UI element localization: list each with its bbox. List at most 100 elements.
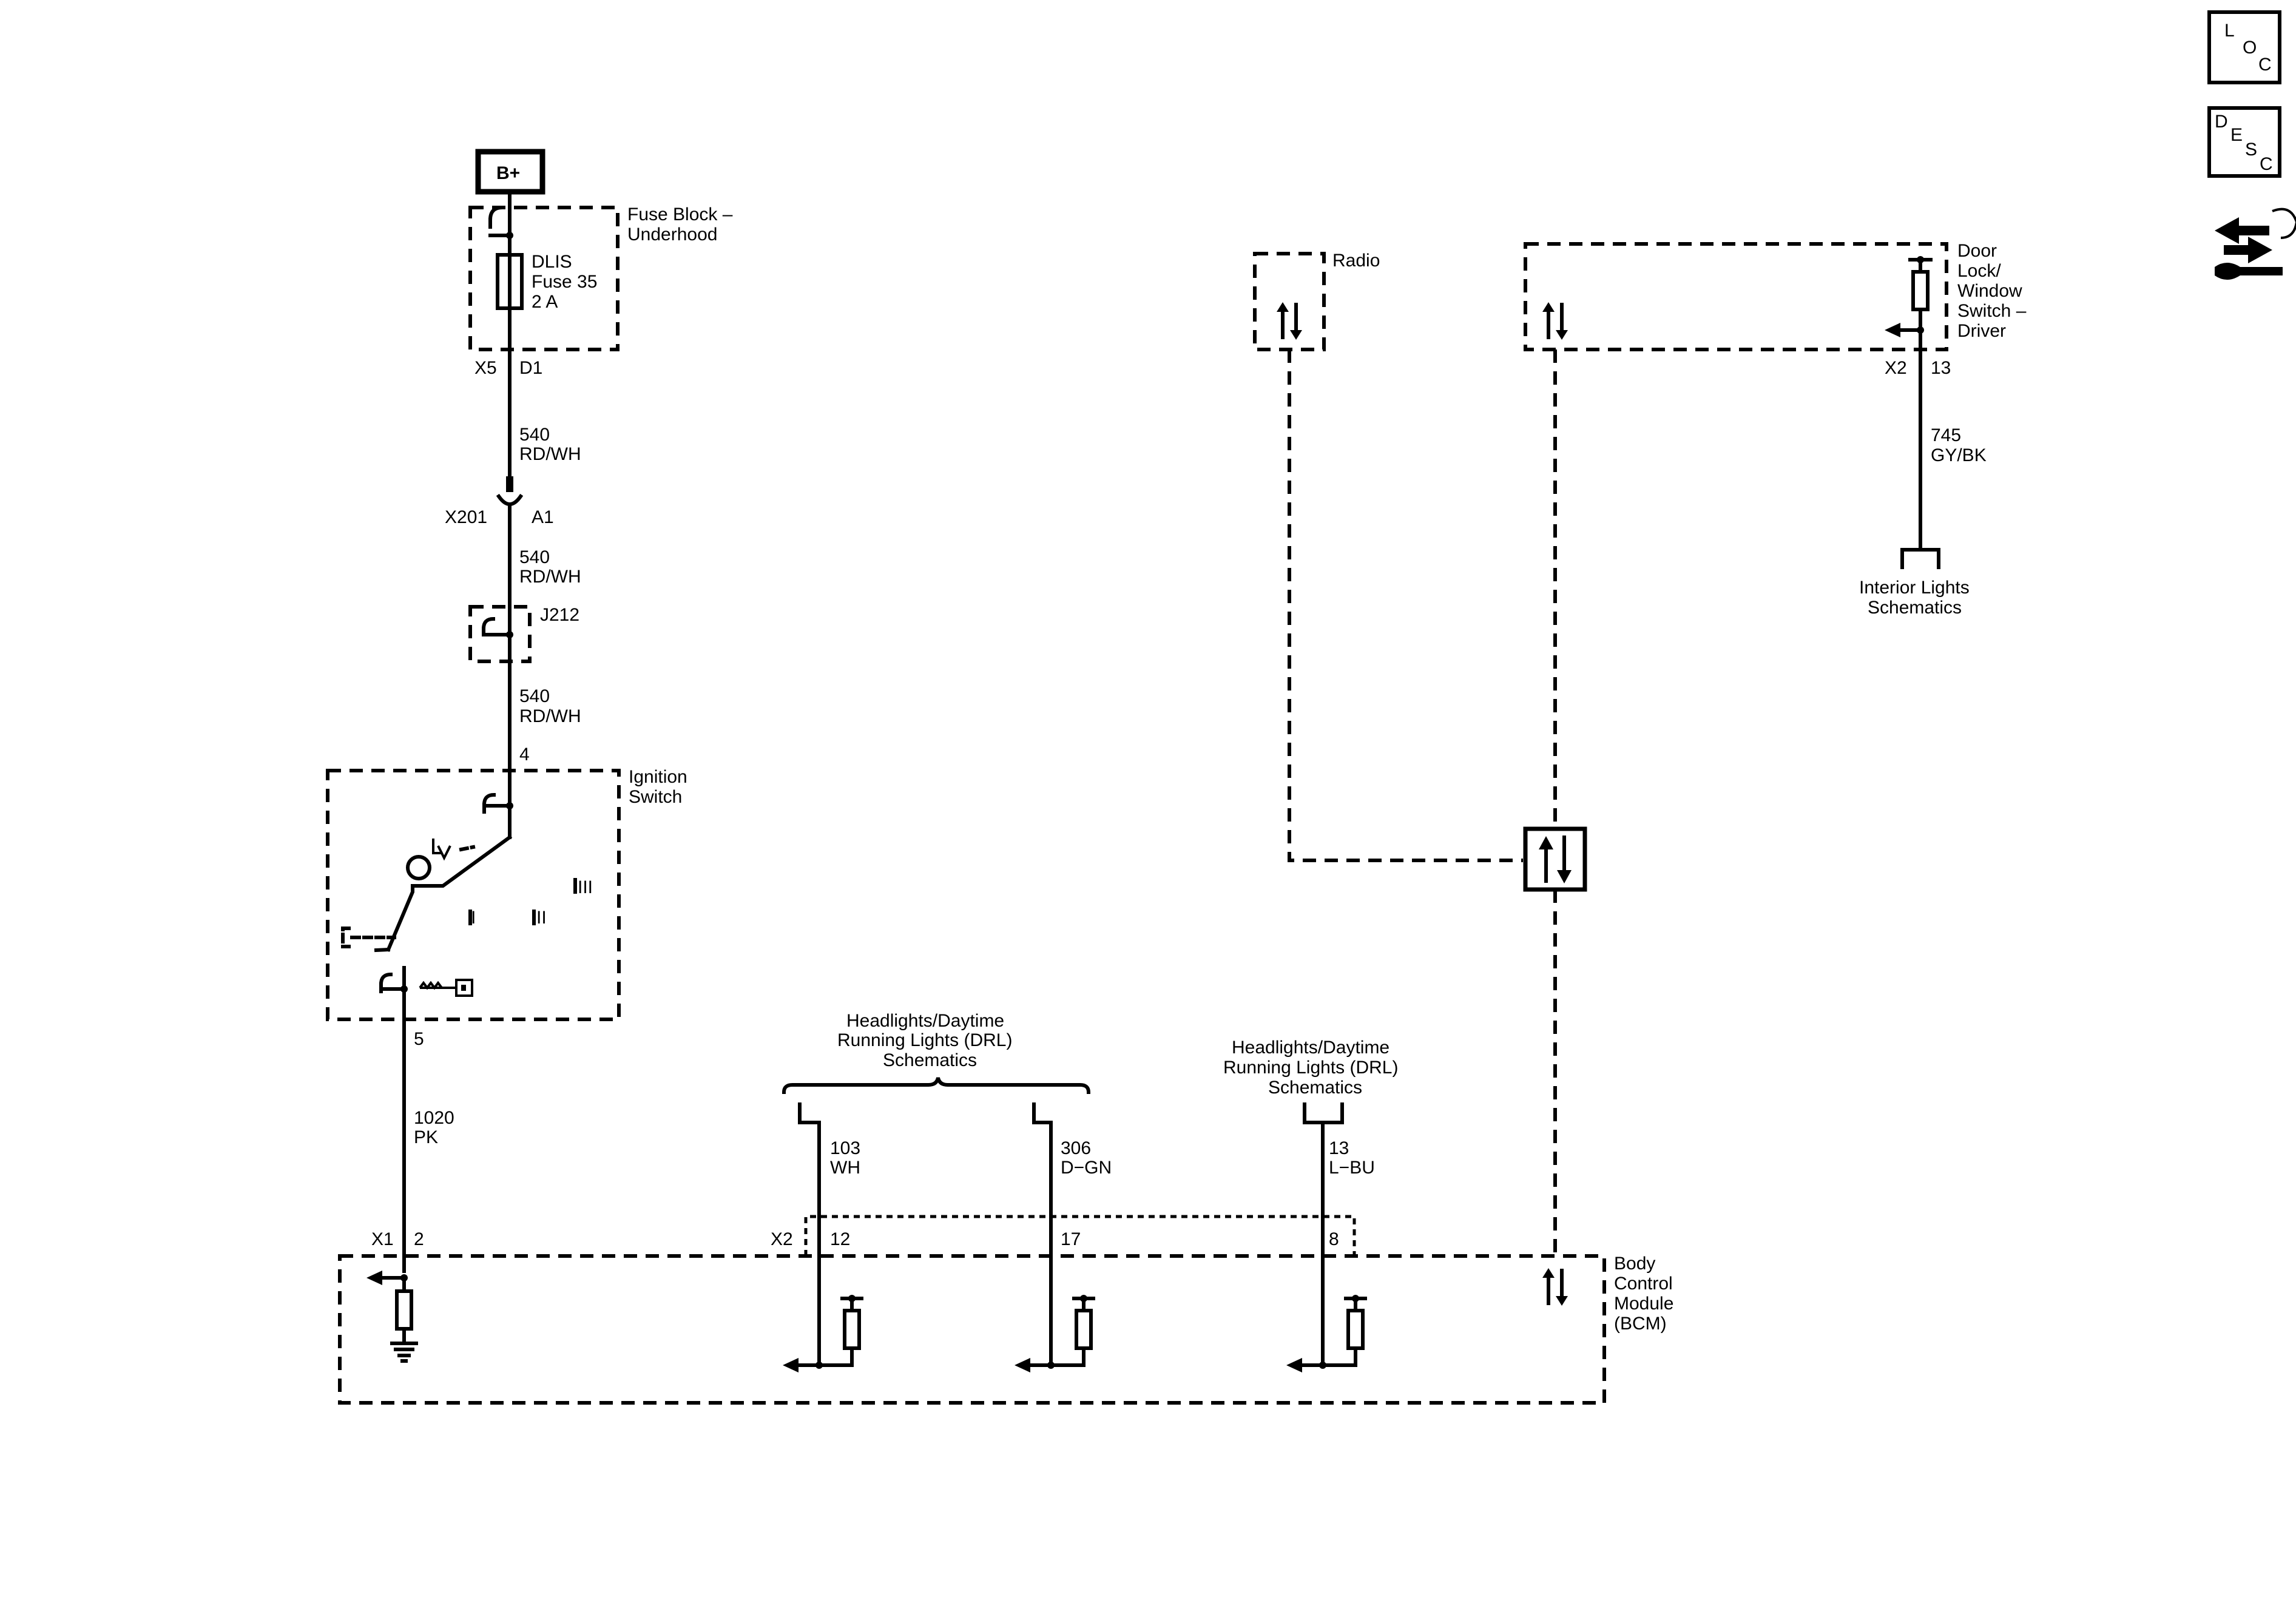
drl-306-connector xyxy=(1032,1102,1053,1124)
ignition-name-2: Switch xyxy=(629,787,682,807)
interior-lights-connector xyxy=(1900,548,1940,569)
ignition-position-2: II xyxy=(536,908,547,928)
door-switch-name-1: Door xyxy=(1957,241,1997,261)
door-switch-input-circuit xyxy=(1885,256,1933,337)
loc-button[interactable]: L O C xyxy=(2207,10,2281,84)
interior-lights-title-1: Interior Lights xyxy=(1859,578,1970,598)
fuse-block-name-2: Underhood xyxy=(627,224,717,245)
ignition-pin-out: 5 xyxy=(414,1029,424,1049)
ignition-dash xyxy=(459,845,476,852)
wire-745-circuit: 745 xyxy=(1931,425,1961,445)
drl-single-title-3: Schematics xyxy=(1268,1078,1362,1098)
ignition-lamp-symbol xyxy=(406,855,431,880)
bcm-output-driver-8 xyxy=(1286,1295,1367,1372)
drl-13-connector xyxy=(1303,1102,1344,1124)
desc-letter-d: D xyxy=(2215,112,2228,132)
door-switch-pin-id: 13 xyxy=(1931,358,1951,378)
drl-single-title-1: Headlights/Daytime xyxy=(1232,1038,1389,1058)
desc-letter-e: E xyxy=(2230,125,2243,145)
wire-540-b-circuit: 540 xyxy=(519,547,550,567)
desc-letter-s: S xyxy=(2245,140,2257,160)
wire-540-c-circuit: 540 xyxy=(519,686,550,706)
wire-540-a-color: RD/WH xyxy=(519,444,581,464)
ignition-output-connector xyxy=(379,972,406,993)
ignition-input-connector xyxy=(482,792,512,814)
ignition-position-indicator xyxy=(432,839,451,861)
radio-data-arrows-icon xyxy=(1277,302,1302,340)
interior-lights-title-2: Schematics xyxy=(1868,598,1962,618)
wire-13-color: L−BU xyxy=(1329,1158,1375,1178)
ignition-name-1: Ignition xyxy=(629,767,687,787)
drl-103-connector xyxy=(798,1102,821,1124)
radio-name: Radio xyxy=(1332,251,1380,271)
wire-540-a-circuit: 540 xyxy=(519,425,550,445)
wire-1020-color: PK xyxy=(414,1127,438,1147)
wire-103-color: WH xyxy=(830,1158,860,1178)
door-switch-name-3: Window xyxy=(1957,281,2022,301)
wrench-arrows-icon[interactable] xyxy=(2215,208,2296,280)
fuse-number: Fuse 35 xyxy=(532,272,597,292)
wire-540-c-color: RD/WH xyxy=(519,706,581,726)
ignition-position-3: III xyxy=(578,877,593,897)
door-switch-name-4: Switch – xyxy=(1957,301,2027,321)
battery-label: B+ xyxy=(496,163,520,183)
ignition-start-link xyxy=(341,927,396,948)
door-switch-connector-id: X2 xyxy=(1885,358,1907,378)
ground-icon xyxy=(390,1342,418,1363)
bcm-name-4: (BCM) xyxy=(1614,1314,1667,1334)
bcm-outline xyxy=(338,1254,1606,1405)
battery-positive-source: B+ xyxy=(475,149,545,195)
bcm-output-driver-17 xyxy=(1015,1295,1095,1372)
wire-13-circuit: 13 xyxy=(1329,1138,1349,1158)
loc-letter-o: O xyxy=(2243,38,2257,58)
ignition-position-1: I xyxy=(471,908,476,928)
drl-group-title-3: Schematics xyxy=(883,1050,977,1070)
wire-745-color: GY/BK xyxy=(1931,445,1987,465)
wire-306-color: D−GN xyxy=(1061,1158,1112,1178)
door-switch-name-5: Driver xyxy=(1957,321,2006,341)
wire-540-b-color: RD/WH xyxy=(519,567,581,587)
loc-letter-c: C xyxy=(2258,55,2272,75)
fuse-name: DLIS xyxy=(532,252,572,272)
fuse-block-outline xyxy=(468,206,620,351)
inline-connector-id: X201 xyxy=(445,507,487,527)
bcm-name-1: Body xyxy=(1614,1254,1655,1274)
bcm-name-2: Control xyxy=(1614,1274,1673,1294)
key-icon xyxy=(419,979,473,997)
splice-connector-symbol xyxy=(481,616,512,636)
ignition-switch-blade xyxy=(386,834,513,952)
fuse-block-pin-id: D1 xyxy=(519,358,542,378)
fuse-rating: 2 A xyxy=(532,292,558,312)
fuse-block-connector-id: X5 xyxy=(474,358,497,378)
bcm-input-x1-circuit xyxy=(366,1271,413,1344)
ignition-switch-outline xyxy=(326,769,621,1021)
loc-letter-l: L xyxy=(2224,21,2235,41)
inline-connector-male xyxy=(506,476,513,492)
bcm-connector-x1: X1 xyxy=(371,1229,394,1249)
radio-outline xyxy=(1253,252,1326,351)
splice-name: J212 xyxy=(540,605,579,625)
wire-306-circuit: 306 xyxy=(1061,1138,1091,1158)
desc-button[interactable]: D E S C xyxy=(2207,106,2281,178)
wire-1020-circuit: 1020 xyxy=(414,1108,454,1128)
serial-data-gateway xyxy=(1523,826,1587,892)
inline-connector-pin: A1 xyxy=(532,507,554,527)
desc-letter-c: C xyxy=(2260,154,2273,174)
radio-serial-data-link xyxy=(1288,349,1523,862)
door-switch-data-arrows-icon xyxy=(1542,302,1568,340)
drl-group-title-1: Headlights/Daytime xyxy=(846,1011,1004,1031)
door-switch-name-2: Lock/ xyxy=(1957,261,2001,281)
bcm-pin-8: 8 xyxy=(1329,1229,1339,1249)
drl-group-brace xyxy=(782,1077,1091,1095)
drl-single-title-2: Running Lights (DRL) xyxy=(1223,1058,1398,1078)
door-switch-outline xyxy=(1524,242,1948,351)
bcm-name-3: Module xyxy=(1614,1294,1673,1314)
ignition-pin-in: 4 xyxy=(519,744,530,765)
bcm-output-driver-12 xyxy=(783,1295,863,1372)
fuse-node xyxy=(506,232,513,239)
bcm-pin-12: 12 xyxy=(830,1229,850,1249)
bcm-data-arrows-icon xyxy=(1542,1268,1568,1306)
bcm-pin-17: 17 xyxy=(1061,1229,1081,1249)
